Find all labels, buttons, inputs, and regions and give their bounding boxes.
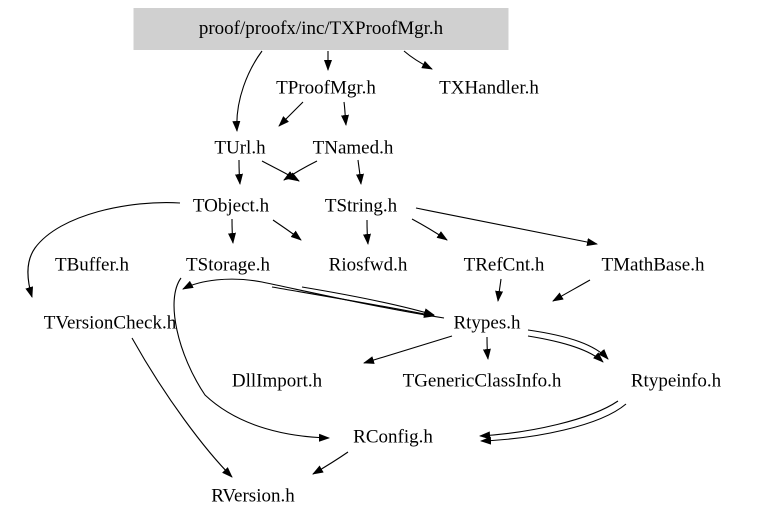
node-tobject[interactable]: TObject.h <box>192 195 270 217</box>
edge-tstring-riosfwd <box>363 219 371 245</box>
edge-tobject-riosfwd <box>272 219 302 241</box>
node-trefcnt[interactable]: TRefCnt.h <box>463 254 545 276</box>
edge-rtypes-tobject <box>182 278 445 319</box>
edge-root-turl <box>232 50 263 132</box>
edge-turl-tobject <box>235 159 243 185</box>
edge-tnamed-tobject <box>283 160 318 181</box>
node-turl[interactable]: TUrl.h <box>214 137 266 159</box>
node-tversioncheck[interactable]: TVersionCheck.h <box>43 312 177 334</box>
edge-rtypes-rtypeinfo-2 <box>527 335 604 363</box>
edge-rtypeinfo-rconfig-2 <box>480 403 627 445</box>
edge-tproofmgr-turl <box>278 101 304 127</box>
edge-tstring-trefcnt <box>411 218 448 241</box>
node-rtypeinfo[interactable]: Rtypeinfo.h <box>630 370 722 392</box>
root-node-box[interactable]: proof/proofx/inc/TXProofMgr.h <box>133 8 509 50</box>
edges-group <box>25 50 627 478</box>
edge-tproofmgr-tnamed <box>341 101 349 126</box>
edge-tstring-tmathbase <box>415 207 598 247</box>
node-tmathbase[interactable]: TMathBase.h <box>601 254 705 276</box>
edge-turl-tstring <box>261 160 300 182</box>
edge-root-txhandler <box>403 50 433 70</box>
node-tnamed[interactable]: TNamed.h <box>312 137 394 159</box>
node-dllimport[interactable]: DllImport.h <box>231 370 323 392</box>
node-tbuffer[interactable]: TBuffer.h <box>54 254 130 276</box>
edge-tobject-tstorage <box>228 218 236 244</box>
node-tstorage[interactable]: TStorage.h <box>186 254 270 276</box>
edge-rconfig-rversion <box>312 451 349 475</box>
node-rconfig[interactable]: RConfig.h <box>353 426 433 448</box>
edge-tnamed-tstring <box>356 159 364 185</box>
node-rversion[interactable]: RVersion.h <box>211 485 295 507</box>
edge-tversioncheck-rversion <box>131 337 233 478</box>
node-txhandler[interactable]: TXHandler.h <box>439 77 539 99</box>
edge-tmathbase-rtypes <box>552 279 591 302</box>
node-tstring[interactable]: TString.h <box>324 195 398 217</box>
node-rtypes[interactable]: Rtypes.h <box>453 312 521 334</box>
edge-tobject-tversioncheck <box>25 202 181 298</box>
edge-trefcnt-rtypes <box>495 278 504 302</box>
edge-rtypeinfo-rconfig-1 <box>479 400 619 440</box>
edge-tstorage-rconfig <box>173 277 330 442</box>
edge-rtypes-tgenericclassinfo <box>482 336 491 360</box>
node-tgenericclassinfo[interactable]: TGenericClassInfo.h <box>402 370 562 392</box>
edge-tobject-rtypes <box>301 286 435 317</box>
node-riosfwd[interactable]: Riosfwd.h <box>328 254 408 276</box>
root-node-label: proof/proofx/inc/TXProofMgr.h <box>198 18 444 39</box>
node-tproofmgr[interactable]: TProofMgr.h <box>276 77 376 99</box>
edge-rtypes-dllimport <box>363 335 453 364</box>
